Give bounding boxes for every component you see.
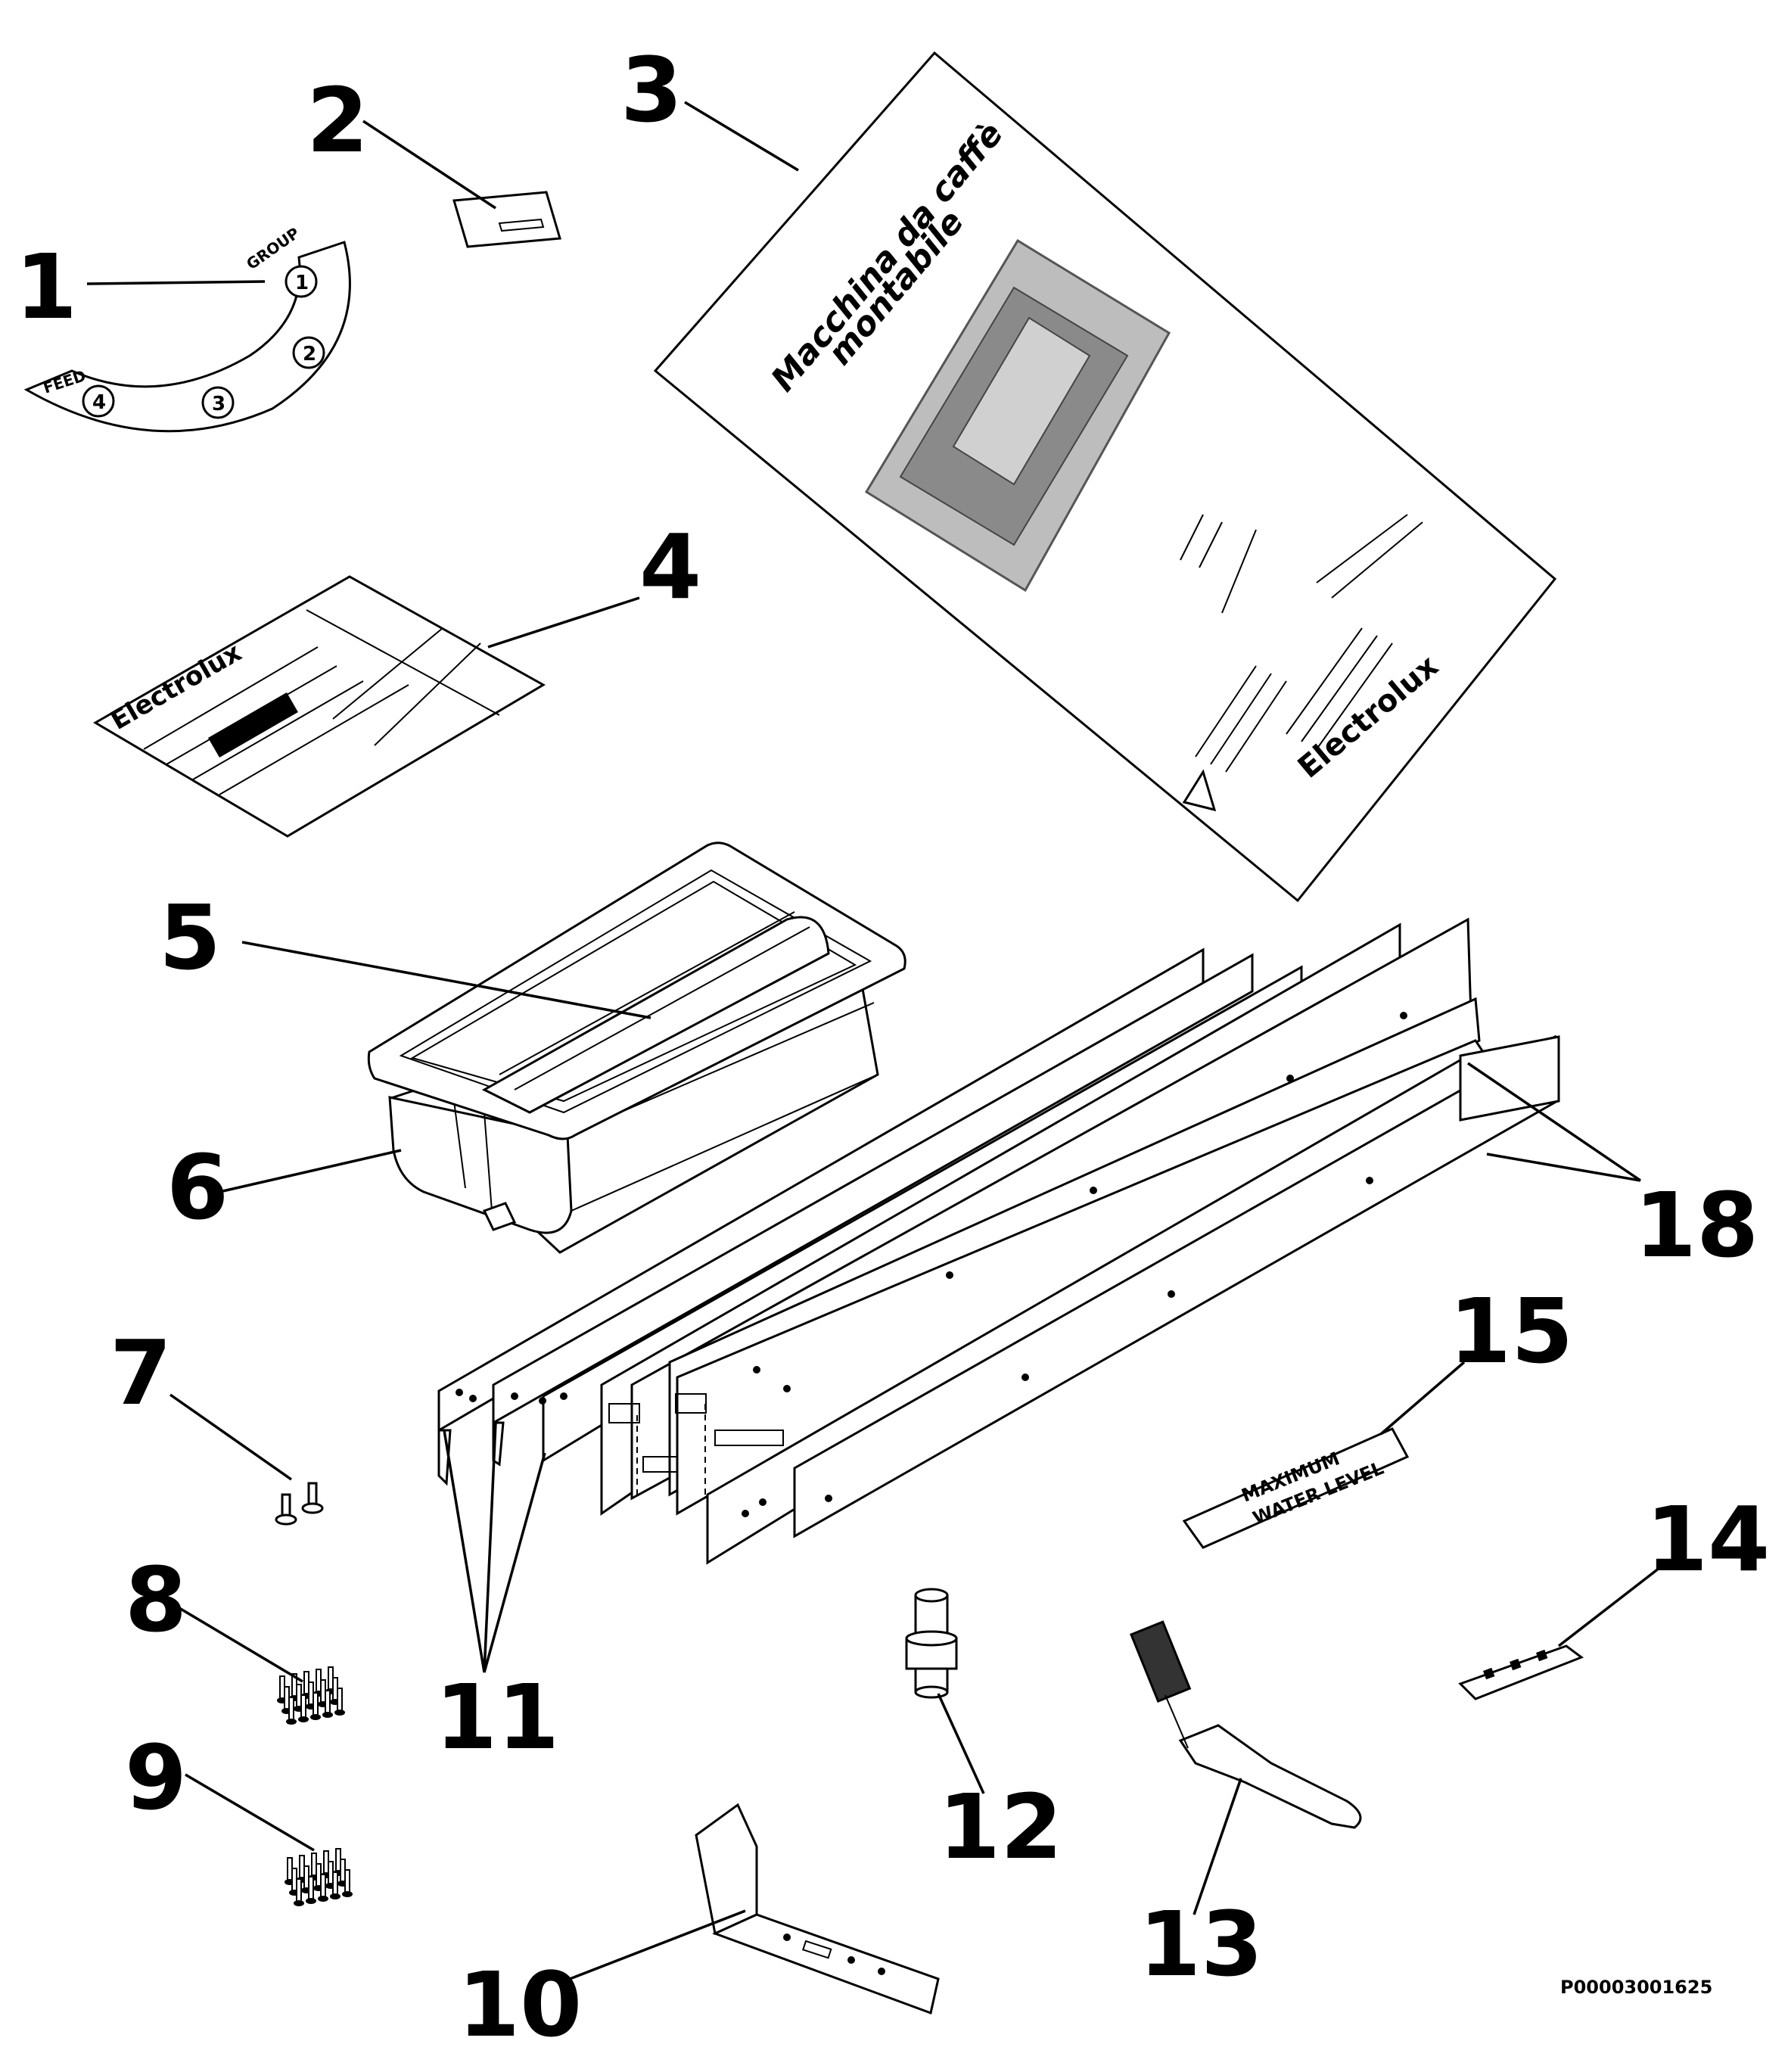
screw — [322, 1690, 333, 1718]
callout-7: 7 — [110, 1321, 172, 1425]
part-10-bracket — [695, 1803, 940, 2015]
part-9-screw-set — [285, 1848, 353, 1906]
callout-5: 5 — [159, 885, 221, 990]
callout-18: 18 — [1634, 1173, 1758, 1277]
callout-2: 2 — [306, 68, 368, 173]
part-8-screw-set — [277, 1666, 345, 1725]
callout-9: 9 — [125, 1725, 187, 1830]
screw — [310, 1692, 321, 1720]
button-label-1: 1 — [295, 272, 309, 294]
button-circle-4 — [82, 384, 115, 418]
screw — [334, 1688, 345, 1716]
screw — [330, 1871, 340, 1899]
callout-1: 1 — [15, 235, 77, 339]
callout-3: 3 — [620, 38, 683, 142]
screw — [318, 1874, 328, 1902]
callout-numbers: 1 2 3 4 5 6 7 8 9 10 11 12 13 14 15 18 — [15, 38, 1770, 2057]
part-2-tag — [452, 191, 561, 248]
screw — [306, 1876, 316, 1904]
button-circle-1 — [285, 265, 318, 298]
part-11-panels — [437, 917, 1559, 1565]
button-label-3: 3 — [212, 393, 225, 415]
part-12-pin — [905, 1588, 958, 1699]
part-7-screws — [275, 1482, 324, 1526]
part-14-label — [1458, 1644, 1584, 1700]
button-circle-3 — [201, 386, 235, 419]
drawing-code: P00003001625 — [1560, 1977, 1713, 1998]
callout-11: 11 — [435, 1665, 559, 1769]
callout-4: 4 — [639, 515, 701, 619]
callout-12: 12 — [938, 1775, 1062, 1879]
part-13-brush — [1130, 1620, 1362, 1829]
button-circle-2 — [292, 336, 325, 369]
screw — [298, 1694, 309, 1722]
callout-8: 8 — [125, 1548, 187, 1652]
button-label-4: 4 — [92, 391, 106, 414]
button-label-2: 2 — [303, 343, 316, 366]
callout-10: 10 — [458, 1952, 582, 2057]
callout-15: 15 — [1449, 1279, 1573, 1383]
part-3-manual: Macchina da caffè montabile Electrolux — [653, 51, 1557, 903]
part-18-channel — [1459, 1035, 1560, 1122]
screw — [294, 1878, 304, 1906]
part-5-grid — [367, 842, 906, 1140]
part-1-group-label: GROUP FEED 1 2 3 4 — [23, 224, 351, 433]
panel-holes — [456, 1012, 1510, 1517]
group-text: GROUP — [243, 224, 303, 273]
screw — [342, 1869, 353, 1897]
leader-lines — [86, 101, 1668, 1984]
callout-13: 13 — [1139, 1892, 1263, 1996]
screw — [286, 1697, 297, 1725]
callout-6: 6 — [166, 1135, 229, 1240]
part-4-rating-plate: Electrolux — [93, 575, 546, 838]
callout-14: 14 — [1646, 1487, 1770, 1591]
part-15-water-level-label: MAXIMUM WATER LEVEL — [1182, 1427, 1410, 1549]
